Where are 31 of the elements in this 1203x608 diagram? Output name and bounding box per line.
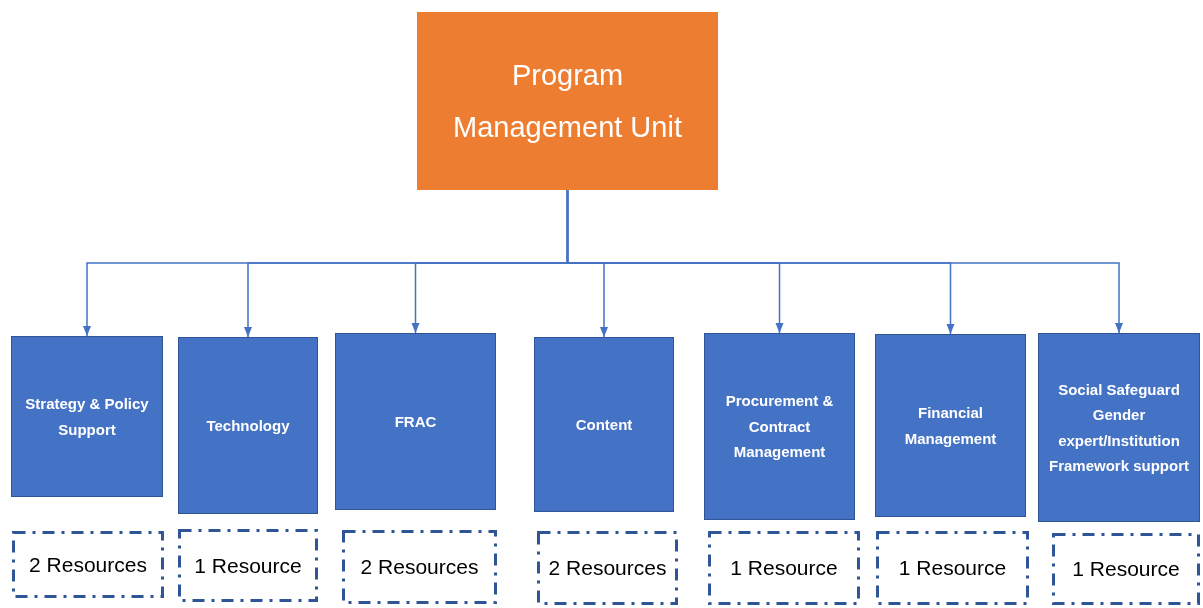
resource-count: 1 Resource (898, 556, 1007, 580)
unit-title: Program Management Unit (452, 57, 683, 145)
department-box (178, 337, 318, 514)
department-box (335, 333, 496, 510)
department-label: Strategy & Policy Support (24, 394, 150, 440)
department-label: Social Safeguard Gender expert/Institution Framework support (1048, 379, 1190, 476)
department-label: Financial Management (903, 403, 998, 449)
resource-count: 1 Resource (194, 553, 302, 578)
resource-box (537, 531, 678, 605)
department-box (1038, 333, 1200, 522)
resource-count: 2 Resources (29, 552, 147, 577)
resource-box (1052, 533, 1200, 605)
department-box (875, 334, 1026, 517)
resource-box (342, 530, 497, 604)
department-label: Technology (206, 415, 290, 436)
department-box (11, 336, 163, 497)
resource-box (12, 531, 164, 598)
resource-count: 2 Resources (548, 556, 667, 580)
department-box (534, 337, 674, 512)
resource-box (876, 531, 1029, 605)
resource-box (178, 529, 318, 602)
unit-box (417, 12, 718, 190)
arrow (566, 189, 1124, 334)
department-label: FRAC (394, 411, 437, 432)
department-label: Content (575, 414, 633, 435)
resource-box (708, 531, 860, 605)
department-box (704, 333, 855, 520)
department-label: Procurement & Contract Management (724, 391, 835, 463)
resource-count: 1 Resource (1072, 557, 1180, 581)
resource-count: 1 Resource (730, 556, 838, 580)
resource-count: 2 Resources (360, 555, 479, 579)
